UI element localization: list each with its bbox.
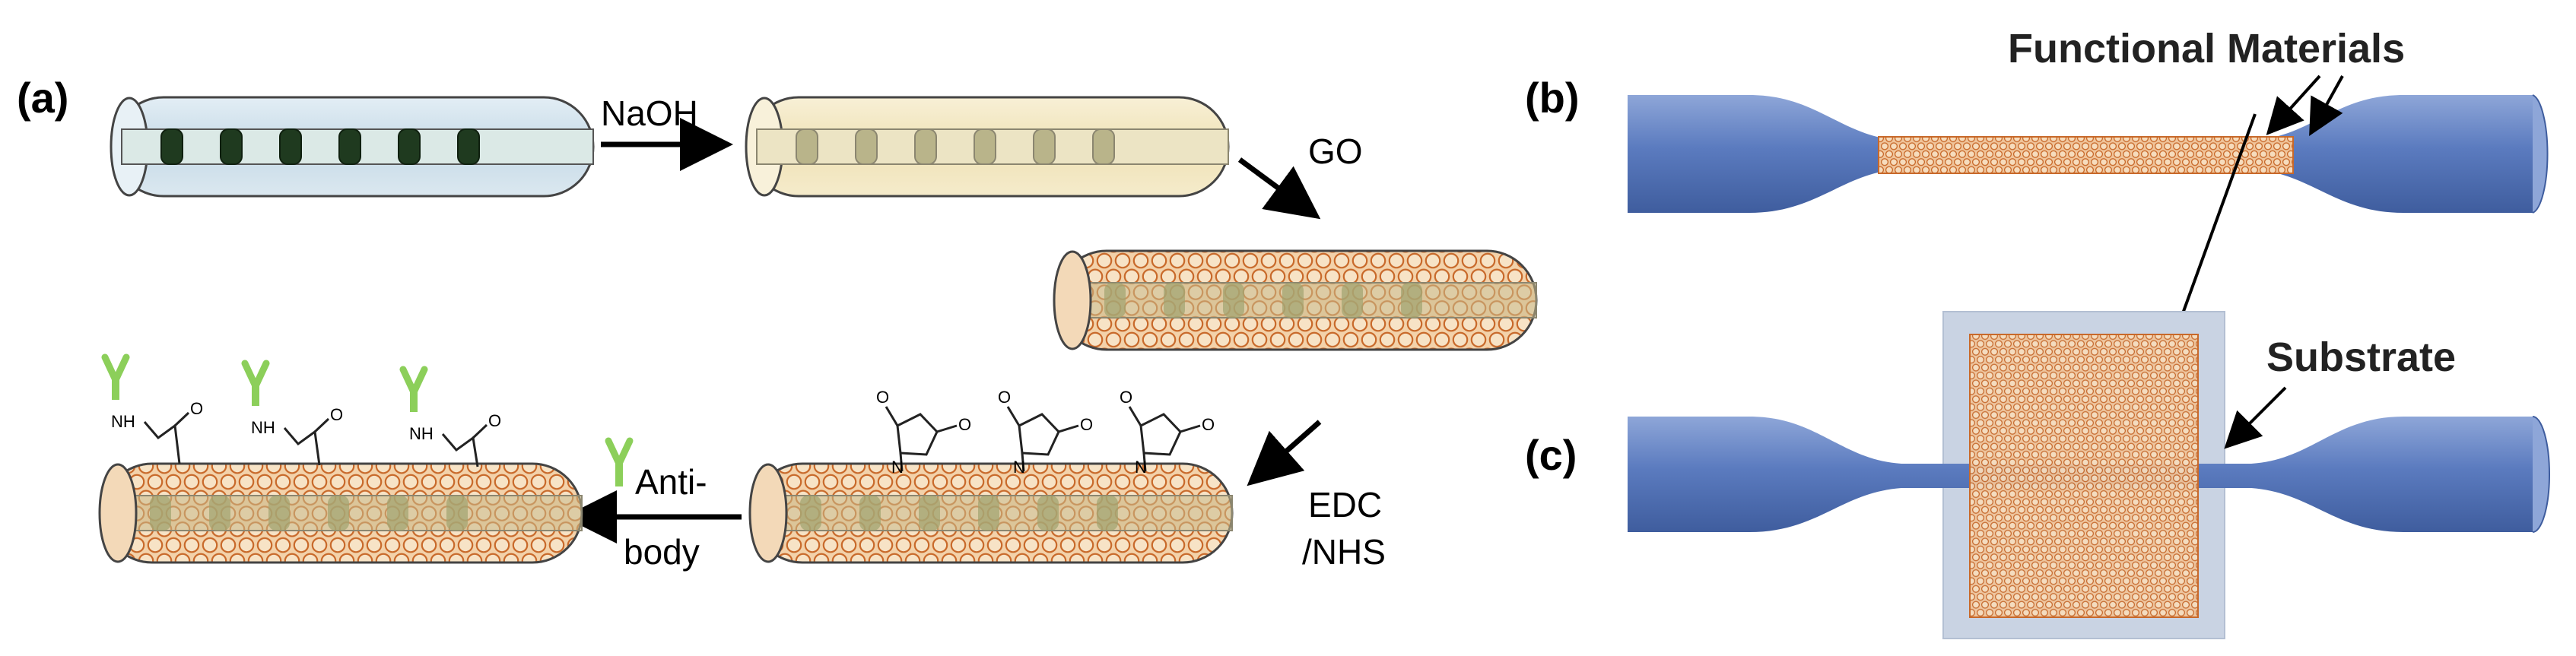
tube-edc-activated <box>748 462 1234 564</box>
atom-o: O <box>190 399 203 418</box>
nhs-group-3 <box>1128 406 1201 472</box>
label-antibody-1: Anti- <box>635 462 707 502</box>
tube-go-coated <box>1053 249 1538 351</box>
antibody-icon <box>399 366 428 412</box>
nhs-group-2 <box>1006 406 1079 472</box>
antibody-icon <box>241 360 270 406</box>
atom-n: N <box>891 458 904 477</box>
atom-nh: NH <box>111 412 135 431</box>
atom-o: O <box>1120 388 1132 407</box>
nhs-atom-labels: O O N O O N O O N <box>876 388 1215 477</box>
arrow-edc-nhs <box>1247 420 1322 486</box>
tube-antibody-functionalized <box>98 462 583 564</box>
label-functional-materials: Functional Materials <box>2008 26 2405 71</box>
nhs-ester-groups <box>885 406 1201 472</box>
pointer-arrow-substrate <box>2224 386 2287 449</box>
label-naoh: NaOH <box>601 93 698 133</box>
atom-nh: NH <box>251 418 275 437</box>
panel-label-b: (b) <box>1525 74 1580 122</box>
functional-material-coating-c <box>1969 334 2199 618</box>
conjugate-3 <box>399 366 488 467</box>
pointer-arrow-b-2 <box>2309 75 2344 136</box>
grating-marks-faded <box>796 128 1115 165</box>
tube-naoh-treated <box>745 96 1230 198</box>
atom-o: O <box>876 388 889 407</box>
label-substrate: Substrate <box>2266 334 2456 380</box>
atom-o: O <box>1080 415 1093 434</box>
pointer-arrow-b-1 <box>2266 74 2321 135</box>
atom-o: O <box>1202 415 1215 434</box>
conjugate-1 <box>101 353 190 464</box>
tube-bare-grating <box>110 96 595 198</box>
nhs-group-1 <box>885 406 958 472</box>
label-nhs: /NHS <box>1302 532 1386 572</box>
antibody-conjugates <box>101 353 488 467</box>
panel-label-c: (c) <box>1525 431 1577 479</box>
atom-o: O <box>958 415 971 434</box>
conjugate-2 <box>241 360 330 466</box>
antibody-icon <box>101 353 130 400</box>
atom-n: N <box>1135 458 1147 477</box>
amide-atom-labels: NH O NH O NH O <box>111 399 501 443</box>
panel-label-a: (a) <box>17 74 68 122</box>
label-antibody-2: body <box>624 532 700 572</box>
functional-material-coating-b <box>1878 136 2294 174</box>
grating-marks <box>160 128 480 165</box>
atom-o: O <box>330 405 343 424</box>
label-go: GO <box>1308 132 1363 171</box>
atom-n: N <box>1013 458 1025 477</box>
atom-nh: NH <box>409 424 434 443</box>
arrow-go <box>1237 157 1321 220</box>
atom-o: O <box>998 388 1011 407</box>
label-edc: EDC <box>1308 485 1382 524</box>
atom-o: O <box>488 411 501 430</box>
antibody-icon <box>605 437 634 486</box>
